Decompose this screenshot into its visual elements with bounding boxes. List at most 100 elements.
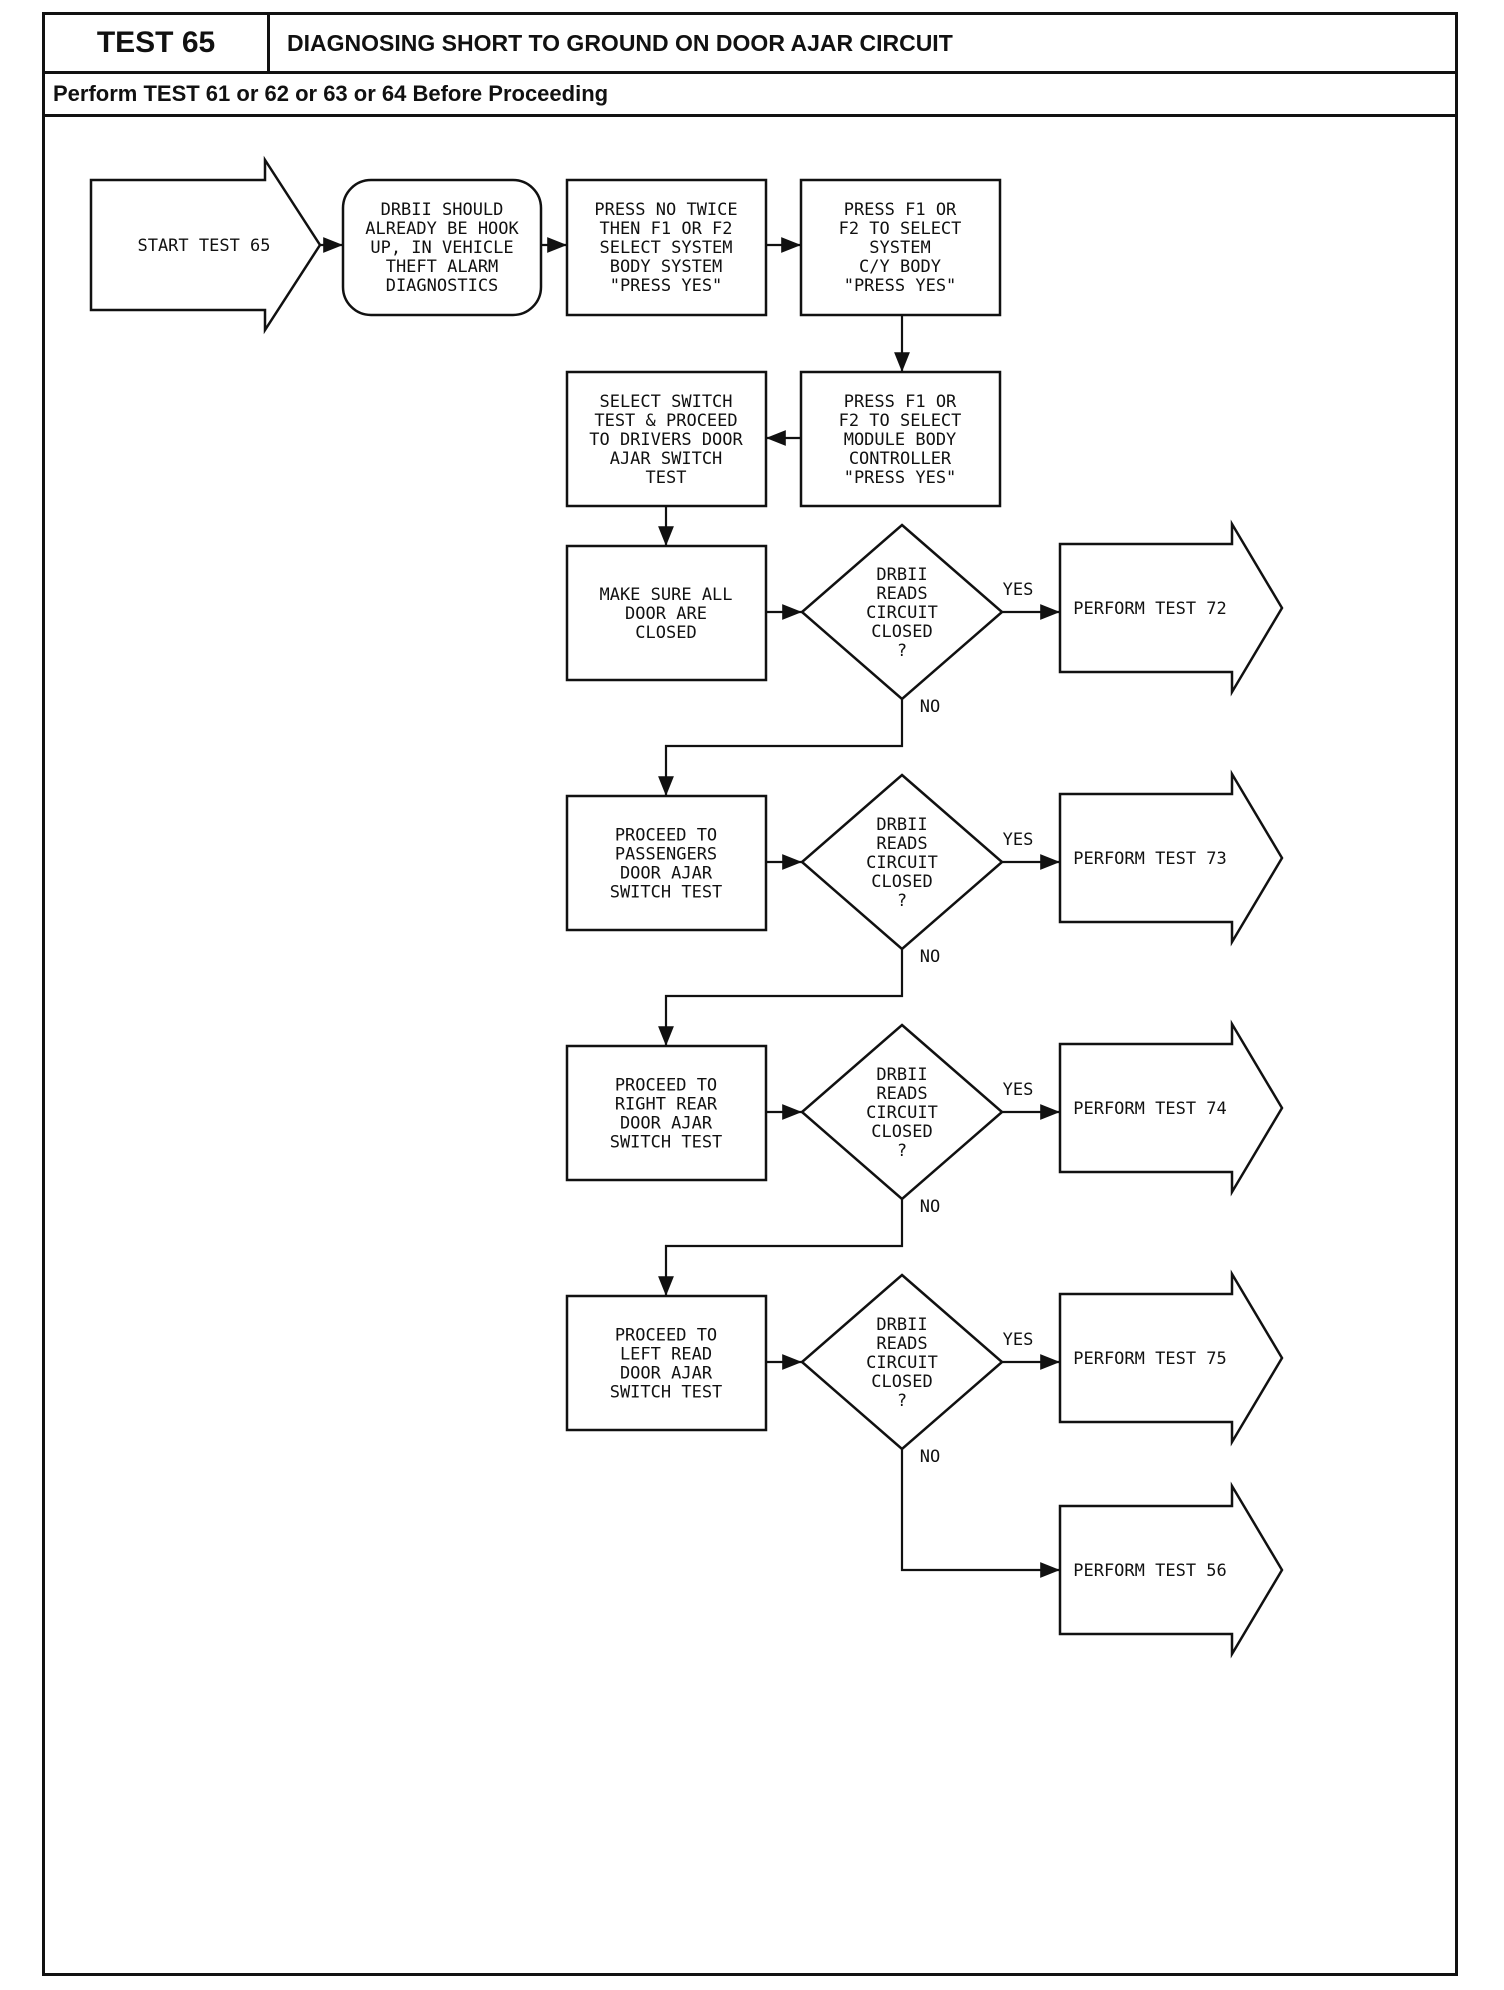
text-line: MODULE BODY: [844, 430, 957, 450]
text-line: START TEST 65: [137, 236, 270, 256]
text-line: DOOR ARE: [625, 604, 707, 624]
text-line: SWITCH TEST: [610, 883, 723, 903]
yes-label: YES: [1003, 580, 1034, 600]
text-line: DRBII SHOULD: [381, 200, 504, 220]
text-line: DIAGNOSTICS: [386, 276, 499, 296]
step-press-no-box: [565, 178, 768, 317]
no-label: NO: [920, 1447, 940, 1467]
result-arrow-test-75: [1058, 1269, 1284, 1447]
text-line: THEN F1 OR F2: [599, 219, 732, 239]
result-text-test-56: PERFORM TEST 56: [1073, 1561, 1227, 1581]
no-connector: [658, 1199, 904, 1296]
text-line: PERFORM TEST 73: [1073, 849, 1227, 869]
text-line: READS: [876, 1334, 927, 1354]
text-line: DOOR AJAR: [620, 864, 713, 884]
text-line: PROCEED TO: [615, 1076, 717, 1096]
text-line: READS: [876, 584, 927, 604]
text-line: DRBII: [876, 565, 927, 585]
no-connector: [900, 1449, 1060, 1578]
result-arrow-test-73: [1058, 769, 1284, 947]
text-line: CLOSED: [871, 1372, 932, 1392]
text-line: PERFORM TEST 72: [1073, 599, 1227, 619]
text-line: CIRCUIT: [866, 603, 938, 623]
text-line: TEST: [646, 468, 687, 488]
text-line: THEFT ALARM: [386, 257, 499, 277]
text-line: CLOSED: [871, 622, 932, 642]
text-line: CLOSED: [871, 872, 932, 892]
text-line: DRBII: [876, 815, 927, 835]
text-line: SELECT SYSTEM: [599, 238, 732, 258]
text-line: PRESS F1 OR: [844, 200, 957, 220]
step-select-cy-body-box: [799, 178, 1002, 317]
result-text-test-72: PERFORM TEST 72: [1073, 599, 1227, 619]
text-line: PROCEED TO: [615, 1326, 717, 1346]
text-line: BODY SYSTEM: [610, 257, 723, 277]
text-line: AJAR SWITCH: [610, 449, 723, 469]
text-line: PASSENGERS: [615, 845, 717, 865]
result-arrow-test-74: [1058, 1019, 1284, 1197]
text-line: ?: [897, 641, 907, 661]
text-line: PRESS F1 OR: [844, 392, 957, 412]
start-label: START TEST 65: [137, 236, 270, 256]
text-line: "PRESS YES": [844, 276, 957, 296]
result-text-test-75: PERFORM TEST 75: [1073, 1349, 1227, 1369]
text-line: DRBII: [876, 1315, 927, 1335]
text-line: READS: [876, 834, 927, 854]
text-line: CIRCUIT: [866, 1353, 938, 1373]
text-line: ALREADY BE HOOK: [365, 219, 519, 239]
result-arrow-test-72: [1058, 519, 1284, 697]
step-switch-test-box: [565, 370, 768, 508]
text-line: LEFT READ: [620, 1345, 712, 1365]
check-left-rear-door-box: [565, 1294, 768, 1432]
yes-label: YES: [1003, 1080, 1034, 1100]
text-line: SWITCH TEST: [610, 1383, 723, 1403]
text-line: CLOSED: [635, 623, 696, 643]
text-line: "PRESS YES": [610, 276, 723, 296]
no-connector: [658, 949, 904, 1046]
check-right-rear-door-box: [565, 1044, 768, 1182]
step-select-module-box: [799, 370, 1002, 508]
text-line: DOOR AJAR: [620, 1364, 713, 1384]
text-line: PROCEED TO: [615, 826, 717, 846]
text-line: ?: [897, 891, 907, 911]
text-line: C/Y BODY: [859, 257, 941, 277]
yes-label: YES: [1003, 830, 1034, 850]
step-hookup-box: [341, 178, 543, 317]
text-line: PERFORM TEST 56: [1073, 1561, 1227, 1581]
start-arrow-shape: [89, 155, 322, 335]
text-line: SELECT SWITCH: [599, 392, 732, 412]
text-line: RIGHT REAR: [615, 1095, 718, 1115]
no-label: NO: [920, 1197, 940, 1217]
text-line: PRESS NO TWICE: [594, 200, 737, 220]
text-line: SYSTEM: [869, 238, 930, 258]
text-line: CIRCUIT: [866, 853, 938, 873]
text-line: PERFORM TEST 75: [1073, 1349, 1227, 1369]
text-line: ?: [897, 1141, 907, 1161]
text-line: MAKE SURE ALL: [599, 585, 732, 605]
text-line: ?: [897, 1391, 907, 1411]
result-text-test-73: PERFORM TEST 73: [1073, 849, 1227, 869]
text-line: TEST & PROCEED: [594, 411, 737, 431]
result-text-test-74: PERFORM TEST 74: [1073, 1099, 1227, 1119]
text-line: "PRESS YES": [844, 468, 957, 488]
text-line: DRBII: [876, 1065, 927, 1085]
text-line: UP, IN VEHICLE: [370, 238, 513, 258]
text-line: READS: [876, 1084, 927, 1104]
text-line: TO DRIVERS DOOR: [589, 430, 743, 450]
text-line: DOOR AJAR: [620, 1114, 713, 1134]
prerequisite-note: Perform TEST 61 or 62 or 63 or 64 Before…: [42, 71, 1458, 117]
no-label: NO: [920, 697, 940, 717]
text-line: PERFORM TEST 74: [1073, 1099, 1227, 1119]
text-line: CLOSED: [871, 1122, 932, 1142]
